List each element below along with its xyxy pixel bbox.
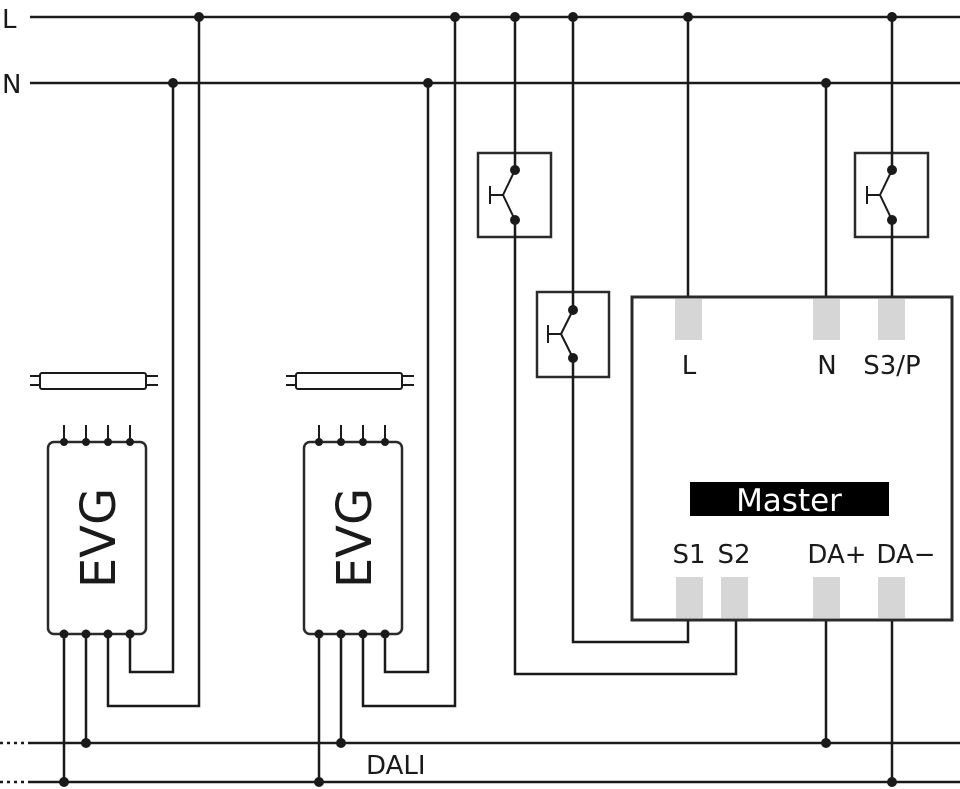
terminal-l-label: L	[682, 351, 697, 381]
terminal-l	[675, 299, 702, 340]
evg-2-label: EVG	[327, 488, 383, 588]
master-title-bar	[690, 482, 889, 516]
terminal-da-plus	[813, 577, 840, 618]
terminal-s2-label: S2	[717, 540, 750, 570]
evg-ballast-1: EVG	[46, 425, 148, 636]
fluorescent-lamp-2	[286, 372, 414, 390]
terminal-da-minus-label: DA−	[876, 540, 935, 570]
terminal-da-plus-label: DA+	[807, 540, 866, 570]
terminal-s1-label: S1	[672, 540, 705, 570]
terminal-n-label: N	[817, 351, 836, 381]
evg-1-label: EVG	[71, 488, 127, 588]
terminal-s3p-label: S3/P	[863, 351, 920, 381]
dali-label: DALI	[366, 751, 426, 781]
terminal-s2	[721, 577, 748, 618]
master-module: L N S3/P Master S1 S2 DA+ DA−	[630, 295, 954, 622]
terminal-da-minus	[878, 577, 905, 618]
n-rail-label: N	[2, 70, 21, 100]
terminal-s1	[676, 577, 703, 618]
evg-ballast-2: EVG	[302, 425, 404, 636]
master-title: Master	[736, 483, 842, 519]
fluorescent-lamp-1	[30, 372, 158, 390]
terminal-n	[813, 299, 840, 340]
terminal-s3p	[878, 299, 905, 340]
l-rail-label: L	[2, 5, 17, 35]
